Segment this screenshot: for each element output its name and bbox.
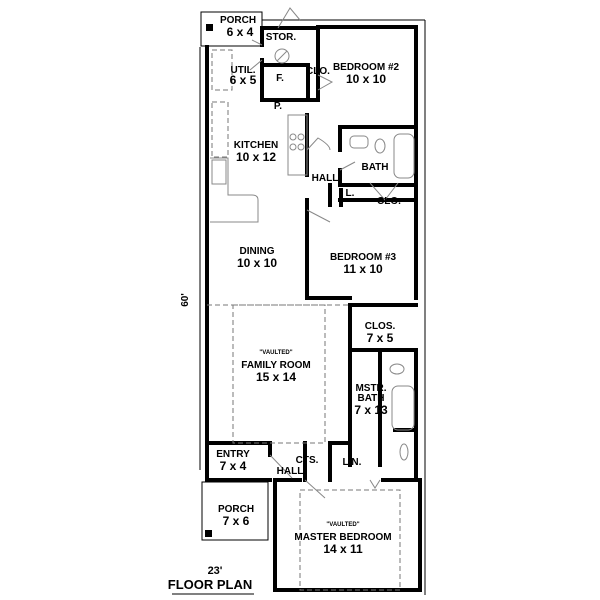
freezer-label: F. bbox=[276, 73, 284, 84]
porch-bottom-size: 7 x 6 bbox=[223, 514, 250, 528]
linen-top-label: L. bbox=[346, 188, 355, 199]
family-vaulted-note: "VAULTED" bbox=[259, 350, 292, 356]
bathtub-icon bbox=[393, 133, 415, 179]
entry-size: 7 x 4 bbox=[220, 459, 247, 473]
fixtures bbox=[210, 48, 415, 461]
dining-size: 10 x 10 bbox=[237, 256, 277, 270]
bathtub-icon bbox=[391, 385, 415, 431]
porch-top-label: PORCH bbox=[220, 15, 256, 26]
toilet-icon bbox=[374, 138, 386, 154]
doors bbox=[249, 7, 399, 499]
post-icon bbox=[205, 530, 212, 537]
master-bath-label: MSTR. bbox=[355, 383, 386, 394]
room-labels: PORCH 6 x 4 STOR. UTIL. 6 x 5 F. P. CLO.… bbox=[216, 15, 401, 556]
master-closet-size: 7 x 5 bbox=[367, 331, 394, 345]
master-bath-label-2: BATH bbox=[357, 393, 384, 404]
porch-top-size: 6 x 4 bbox=[227, 25, 254, 39]
sink-icon bbox=[349, 135, 369, 149]
bedroom2-label: BEDROOM #2 bbox=[333, 62, 400, 73]
closet-bed3-label: CLO. bbox=[377, 196, 401, 207]
toilet-icon bbox=[389, 363, 405, 375]
closet-bed2-label: CLO. bbox=[306, 66, 330, 77]
utility-label: UTIL. bbox=[231, 65, 256, 76]
family-room-size: 15 x 14 bbox=[256, 370, 296, 384]
counter bbox=[210, 157, 259, 223]
range-icon bbox=[287, 114, 308, 176]
hall-top-label: HALL bbox=[312, 173, 339, 184]
family-room-label: FAMILY ROOM bbox=[241, 360, 310, 371]
bedroom2-size: 10 x 10 bbox=[346, 72, 386, 86]
kitchen-size: 10 x 12 bbox=[236, 150, 276, 164]
dining-label: DINING bbox=[240, 246, 275, 257]
coats-closet-label: CTS. bbox=[296, 455, 319, 466]
master-bedroom-size: 14 x 11 bbox=[323, 542, 363, 556]
width-dimension: 23' bbox=[208, 565, 223, 577]
bath-label: BATH bbox=[361, 162, 388, 173]
bedroom3-label: BEDROOM #3 bbox=[330, 252, 397, 263]
sink-icon bbox=[399, 443, 409, 461]
linen-bottom-label: LIN. bbox=[343, 457, 362, 468]
walls bbox=[205, 25, 422, 592]
storage-label: STOR. bbox=[266, 32, 297, 43]
sink-icon bbox=[211, 159, 227, 185]
master-closet-label: CLOS. bbox=[365, 321, 396, 332]
master-bath-size: 7 x 13 bbox=[354, 403, 388, 417]
porch-bottom-label: PORCH bbox=[218, 504, 254, 515]
master-vaulted-note: "VAULTED" bbox=[326, 522, 359, 528]
water-heater-icon bbox=[274, 48, 290, 64]
kitchen-label: KITCHEN bbox=[234, 140, 278, 151]
plan-title: FLOOR PLAN bbox=[168, 577, 253, 592]
pantry-label: P. bbox=[274, 101, 282, 112]
master-bedroom-label: MASTER BEDROOM bbox=[294, 532, 391, 543]
ceiling-outlines bbox=[207, 49, 401, 591]
hall-bottom-label: HALL bbox=[277, 466, 304, 477]
depth-dimension: 60' bbox=[180, 293, 191, 307]
bedroom3-size: 11 x 10 bbox=[343, 262, 383, 276]
utility-size: 6 x 5 bbox=[230, 73, 257, 87]
entry-label: ENTRY bbox=[216, 449, 250, 460]
post-icon bbox=[206, 24, 213, 31]
